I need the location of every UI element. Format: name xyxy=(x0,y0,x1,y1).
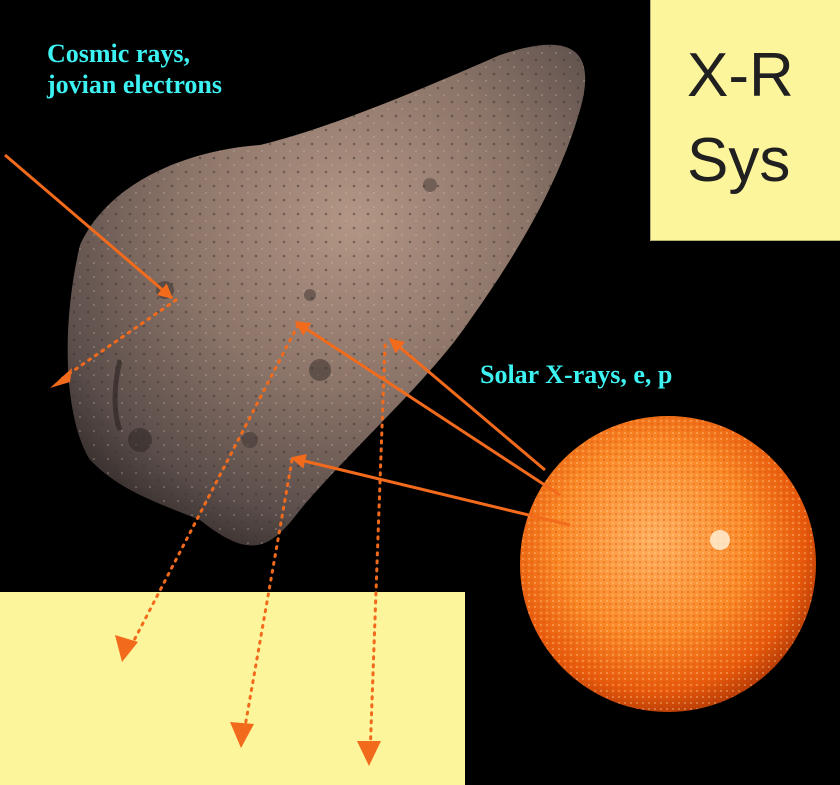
title-line1: X-R xyxy=(687,41,794,110)
title-line2: Sys xyxy=(687,126,791,195)
solar-xrays-label: Solar X-rays, e, p xyxy=(480,360,673,389)
cosmic-rays-line2: jovian electrons xyxy=(47,70,222,99)
sun xyxy=(520,416,816,712)
title-box: X-R Sys xyxy=(650,0,840,241)
cosmic-rays-line1: Cosmic rays, xyxy=(47,39,190,68)
cosmic-rays-label: Cosmic rays, jovian electrons xyxy=(47,38,367,100)
incoming-arrows xyxy=(4,153,571,527)
asteroid xyxy=(67,44,586,546)
emitted-arrows xyxy=(58,298,387,758)
emitted-arrowheads xyxy=(50,368,381,766)
